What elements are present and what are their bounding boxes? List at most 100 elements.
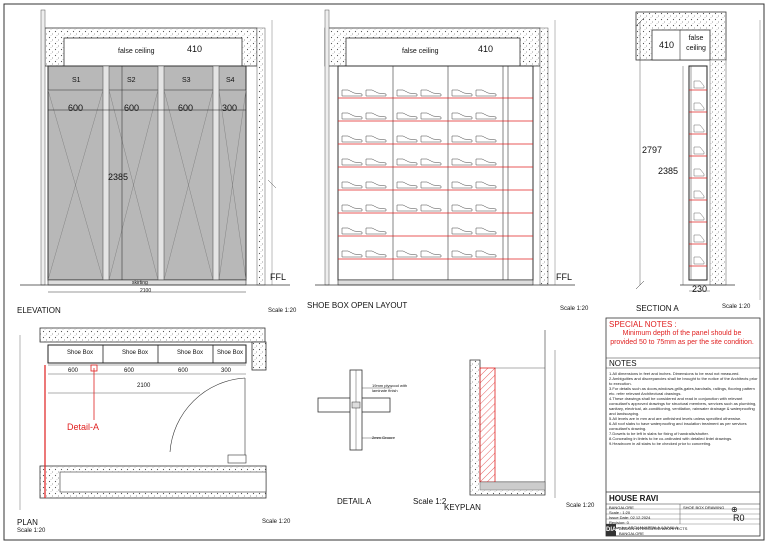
elevation-title: ELEVATION — [17, 306, 61, 315]
section-shelves — [689, 80, 707, 267]
special-notes-body: Minimum depth of the panel should be pro… — [610, 330, 754, 346]
shoe-icon — [420, 89, 442, 97]
shoe-icon — [365, 135, 387, 143]
keyplan-highlight — [479, 367, 496, 483]
plan-width-1: 600 — [68, 368, 79, 374]
shoe-icon — [396, 158, 418, 166]
shoe-icon — [396, 89, 418, 97]
shoe-icon — [341, 227, 363, 235]
plan-view — [19, 327, 267, 510]
shoe-icon — [341, 135, 363, 143]
detail-a-callout: Detail-A — [67, 422, 100, 432]
shoe-icon — [365, 89, 387, 97]
revision-no: Revision: 0 — [609, 520, 629, 525]
elevation-scale: Scale 1:20 — [268, 308, 297, 314]
keyplan-view — [469, 330, 556, 498]
shoe-icons — [341, 89, 497, 258]
detail-a-title: DETAIL A — [337, 497, 372, 506]
open-layout-scale: Scale 1:20 — [560, 306, 589, 312]
issue-date: Issue Date: 02.12.2024 — [609, 515, 651, 520]
plan-box-label-4: Shoe Box — [217, 350, 244, 356]
shoe-icon — [451, 89, 473, 97]
shoe-icon — [341, 250, 363, 258]
shoe-icon — [475, 250, 497, 258]
project-title: HOUSE RAVI — [609, 494, 659, 503]
firm-name: DESIGN INTEGRATED ARCHITECTS — [619, 526, 688, 531]
shoe-icon — [420, 158, 442, 166]
shoe-icon — [451, 158, 473, 166]
shoe-icon — [396, 250, 418, 258]
skirting-label: skirting — [132, 280, 148, 286]
detail-note-groove: 2mm Groove — [372, 435, 396, 440]
note-item: 2.Ambiguities and discrepancies shall be… — [609, 376, 758, 386]
section-ceiling-dim: 410 — [659, 40, 675, 50]
shoe-icon — [396, 181, 418, 189]
note-item: 7.Dowels to be left in slabs for fixing … — [609, 431, 709, 436]
detail-a-scale: Scale 1:2 — [413, 497, 447, 506]
elevation-ceiling-text: false ceiling — [118, 48, 155, 55]
shoe-icon — [475, 89, 497, 97]
plan-width-4: 300 — [221, 368, 232, 374]
drawing-name: SHOE BOX DRAWING — [683, 505, 725, 510]
note-item: 8.Concealing in lintels to be co-ordinat… — [609, 436, 733, 441]
elevation-ffl: FFL — [270, 272, 287, 282]
section-a-view — [635, 11, 761, 300]
elevation-ceiling-dim: 410 — [187, 44, 203, 54]
shoe-icon — [365, 158, 387, 166]
open-layout-ceiling-text: false ceiling — [402, 48, 439, 55]
sheet-border — [3, 3, 765, 541]
drawn-by: Drawn by: ARCHANAPPALA AJUVALA — [609, 525, 679, 530]
shoe-icon — [420, 181, 442, 189]
shoe-icon — [396, 204, 418, 212]
shoe-icon — [420, 135, 442, 143]
shelf-lines — [338, 97, 533, 260]
open-layout-ffl: FFL — [556, 272, 573, 282]
section-wall — [709, 59, 727, 286]
section-shoe-icon — [693, 234, 705, 243]
keyplan-scale: Scale 1:20 — [566, 503, 595, 509]
open-layout-view — [315, 9, 575, 286]
shutter-label-s3: S3 — [182, 77, 191, 84]
section-shoe-icon — [693, 190, 705, 199]
special-notes-title: SPECIAL NOTES : — [609, 320, 677, 329]
shoe-icon — [341, 112, 363, 120]
plan-scale-right: Scale 1:20 — [262, 519, 291, 525]
detail-note-plywood: 19mm plywood with laminate finish — [372, 383, 408, 393]
elevation-width-3: 600 — [178, 103, 194, 113]
shoe-icon — [475, 204, 497, 212]
north-arrow-icon: ⊕ — [731, 505, 738, 514]
shoe-icon — [341, 158, 363, 166]
shutter-label-s1: S1 — [72, 77, 81, 84]
firm-logo: DIA — [606, 527, 617, 533]
plan-box-label-3: Shoe Box — [177, 350, 204, 356]
note-item: 3.For details such as doors,windows,gril… — [609, 386, 755, 396]
section-shoe-icon — [693, 168, 705, 177]
shoe-icon — [475, 135, 497, 143]
shoe-icon — [451, 112, 473, 120]
shoe-icon — [396, 112, 418, 120]
shoe-icon — [451, 181, 473, 189]
shoe-icon — [365, 181, 387, 189]
shoe-icon — [365, 112, 387, 120]
plan-box-label-1: Shoe Box — [67, 350, 94, 356]
note-item: 9.Headroom in all stairs to be checked p… — [609, 441, 712, 446]
elevation-width-4: 300 — [222, 103, 238, 113]
shoe-icon — [451, 227, 473, 235]
shutter-label-s4: S4 — [226, 77, 235, 84]
plan-width-3: 600 — [178, 368, 189, 374]
section-height: 2385 — [658, 166, 679, 176]
shoe-icon — [475, 181, 497, 189]
detail-a-view — [317, 369, 392, 451]
shoe-icon — [365, 227, 387, 235]
shoe-icon — [341, 204, 363, 212]
elevation-left-wall — [40, 9, 46, 286]
title-block-frame — [605, 317, 761, 537]
section-shoe-icon — [693, 102, 705, 111]
shutter-label-s2: S2 — [127, 77, 136, 84]
elevation-total-width: 2100 — [140, 288, 152, 294]
shoe-icon — [341, 89, 363, 97]
shoe-icon — [341, 181, 363, 189]
keyplan-title: KEYPLAN — [444, 503, 481, 512]
plan-box-label-2: Shoe Box — [122, 350, 149, 356]
